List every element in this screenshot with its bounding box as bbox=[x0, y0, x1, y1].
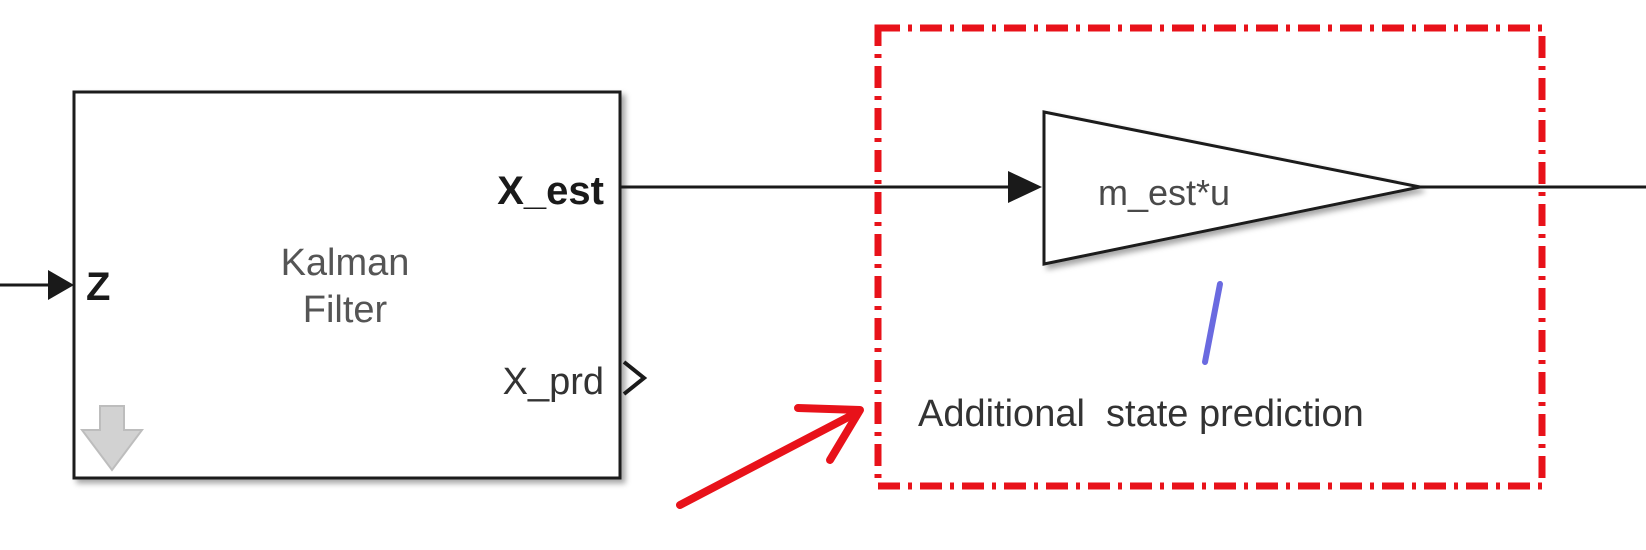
input-arrowhead bbox=[48, 270, 74, 300]
output-port-x-est-label: X_est bbox=[497, 169, 604, 213]
input-port-z-label: Z bbox=[86, 265, 110, 309]
kalman-filter-title-line1: Kalman bbox=[281, 242, 410, 284]
gain-input-arrowhead bbox=[1008, 171, 1042, 203]
input-signal-line[interactable] bbox=[0, 270, 74, 300]
down-arrow-icon bbox=[80, 405, 144, 472]
gain-block-expression: m_est*u bbox=[1098, 172, 1230, 213]
x-prd-output-port-chevron[interactable] bbox=[622, 360, 648, 396]
kalman-filter-title-line2: Filter bbox=[303, 289, 388, 331]
highlight-box bbox=[874, 24, 1546, 490]
annotation-text[interactable]: Additional state prediction bbox=[918, 393, 1364, 435]
kalman-filter-block[interactable]: Kalman Filter Z X_est X_prd bbox=[72, 90, 648, 480]
text-cursor-mark bbox=[1202, 281, 1223, 365]
gain-block[interactable]: m_est*u bbox=[1042, 110, 1421, 266]
pointer-arrow bbox=[676, 404, 864, 509]
output-port-x-prd-label: X_prd bbox=[503, 361, 604, 403]
gain-block-triangle[interactable] bbox=[1042, 110, 1421, 266]
kalman-filter-block-body[interactable] bbox=[72, 90, 622, 480]
x-est-signal-line[interactable] bbox=[620, 171, 1042, 203]
